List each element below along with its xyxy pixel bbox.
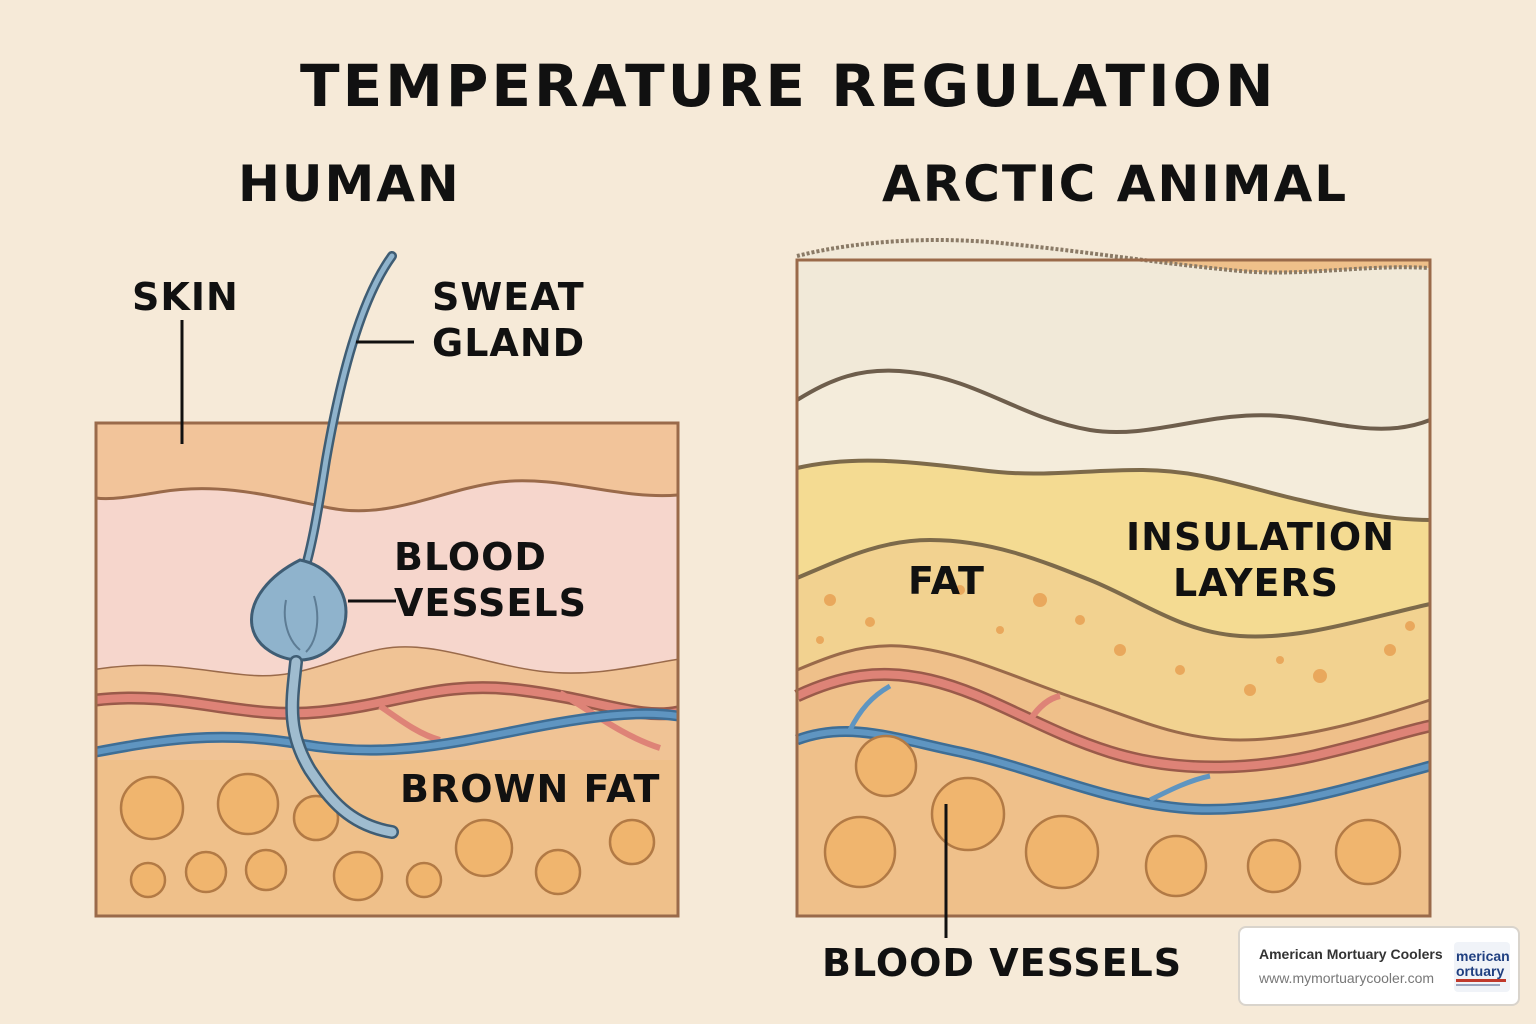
- fat-speckle: [824, 594, 836, 606]
- fat-cell: [405, 861, 443, 899]
- arctic-insulation-top-border: [796, 458, 1431, 522]
- human-artery-branch: [378, 703, 441, 743]
- fat-cell: [292, 794, 340, 842]
- sweat-gland-bulb-detail: [283, 595, 319, 653]
- arctic-artery: [795, 670, 1431, 771]
- fat-speckle: [1313, 669, 1327, 683]
- arctic-fat-bottom-border: [796, 644, 1431, 742]
- fat-speckle: [816, 636, 824, 644]
- arctic-artery-branch: [1027, 693, 1061, 722]
- arctic-fur-top-edge: [796, 238, 1431, 275]
- arctic-insulation-layer: [797, 460, 1430, 637]
- human-blood-vessels-label-line2: VESSELS: [394, 581, 587, 625]
- brand-logo-line2: ortuary: [1456, 963, 1505, 979]
- brand-logo: merican ortuary: [1454, 942, 1510, 992]
- human-artery-branch-2: [558, 690, 661, 751]
- arctic-blood-vessels-label: BLOOD VESSELS: [822, 941, 1183, 985]
- brand-name: American Mortuary Coolers: [1259, 946, 1443, 962]
- fat-cell: [930, 776, 1006, 852]
- arctic-fur-divider: [795, 368, 1431, 435]
- human-vein: [95, 710, 679, 755]
- arctic-panel-border: [795, 258, 1432, 918]
- fat-cell: [184, 850, 228, 894]
- arctic-fat-speckles: [816, 585, 1415, 696]
- fat-cell: [454, 818, 514, 878]
- fat-speckle: [1405, 621, 1415, 631]
- fat-cell: [332, 850, 384, 902]
- fat-speckle: [1033, 593, 1047, 607]
- arctic-vein-branch: [847, 683, 892, 732]
- fat-speckle: [955, 585, 965, 595]
- fat-cell: [854, 734, 918, 798]
- arctic-skin-diagram: [794, 238, 1432, 938]
- fat-cell: [1144, 834, 1208, 898]
- brand-logo-stripe: [1456, 979, 1506, 982]
- human-dermis-layer: [96, 480, 678, 677]
- human-heading: HUMAN: [238, 155, 461, 213]
- insulation-label-line2: LAYERS: [1172, 561, 1340, 605]
- arctic-fat-label: FAT: [908, 559, 985, 603]
- sweat-gland-duct: [297, 253, 395, 588]
- fat-speckle: [1384, 644, 1396, 656]
- brand-url[interactable]: www.mymortuarycooler.com: [1259, 970, 1435, 986]
- fat-cell: [608, 818, 656, 866]
- human-epidermis-layer: [96, 423, 678, 511]
- fat-speckle: [1244, 684, 1256, 696]
- sweat-gland-label-line1: SWEAT: [432, 275, 585, 319]
- human-epidermis-border: [95, 479, 679, 513]
- fat-speckle: [865, 617, 875, 627]
- fat-speckle: [1175, 665, 1185, 675]
- fat-speckle: [1114, 644, 1126, 656]
- human-panel-border: [94, 421, 680, 918]
- sweat-gland-label-line2: GLAND: [432, 321, 586, 365]
- fat-cell: [216, 772, 280, 836]
- human-skin-diagram: [94, 251, 680, 918]
- sweat-gland-coil: [287, 657, 397, 837]
- fat-cell: [823, 815, 897, 889]
- arctic-fat-top-border: [796, 537, 1431, 639]
- human-brown-fat-cells: [119, 772, 656, 902]
- brand-logo-line1: merican: [1456, 948, 1510, 964]
- human-artery: [95, 683, 679, 718]
- brown-fat-label: BROWN FAT: [400, 767, 661, 811]
- fat-speckle: [1075, 615, 1085, 625]
- human-blood-vessels-label-line1: BLOOD: [394, 535, 547, 579]
- arctic-outer-fur-layer: [797, 240, 1430, 433]
- fat-cell: [1334, 818, 1402, 886]
- fat-cell: [129, 861, 167, 899]
- brand-logo-stripe-2: [1456, 984, 1500, 986]
- arctic-vein-branch-2: [1148, 773, 1211, 803]
- fat-cell: [1246, 838, 1302, 894]
- arctic-inner-fur-layer: [797, 370, 1430, 520]
- insulation-label-line1: INSULATION: [1126, 515, 1396, 559]
- arctic-heading: ARCTIC ANIMAL: [882, 155, 1349, 213]
- fat-cell: [244, 848, 288, 892]
- fat-speckle: [996, 626, 1004, 634]
- fat-speckle: [1276, 656, 1284, 664]
- fat-cell: [1024, 814, 1100, 890]
- skin-label: SKIN: [132, 275, 239, 319]
- arctic-fat-cells: [823, 734, 1402, 898]
- brand-badge[interactable]: American Mortuary Coolers www.mymortuary…: [1238, 926, 1520, 1006]
- fat-cell: [534, 848, 582, 896]
- page-title: TEMPERATURE REGULATION: [300, 52, 1277, 120]
- fat-cell: [119, 775, 185, 841]
